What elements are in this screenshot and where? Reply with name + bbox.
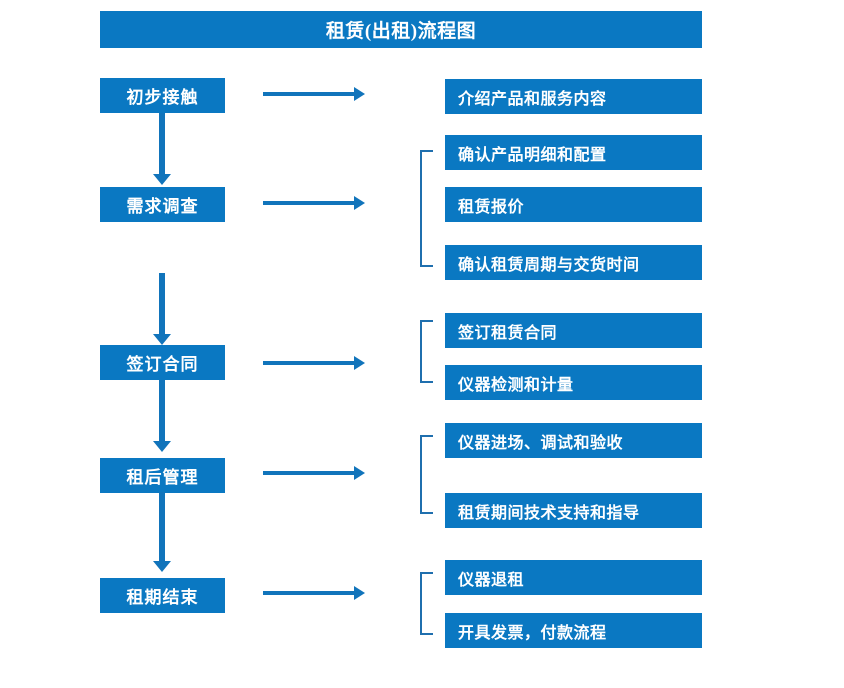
detail-box-confirm-rental-period[interactable]: 确认租赁周期与交货时间 [445,245,702,280]
detail-box-instrument-delivery[interactable]: 仪器进场、调试和验收 [445,423,702,458]
right-arrow-icon-post-rental [263,466,365,480]
detail-box-sign-rental-contract[interactable]: 签订租赁合同 [445,313,702,348]
group-bracket-needs-survey [420,150,433,267]
detail-box-introduce-products[interactable]: 介绍产品和服务内容 [445,79,702,114]
stage-box-initial-contact[interactable]: 初步接触 [100,78,225,113]
down-arrow-icon-2 [153,273,171,345]
detail-box-instrument-return[interactable]: 仪器退租 [445,560,702,595]
right-arrow-icon-sign-contract [263,356,365,370]
right-arrow-icon-needs-survey [263,196,365,210]
down-arrow-icon-4 [153,492,171,572]
group-bracket-sign-contract [420,320,433,383]
right-arrow-icon-rental-end [263,586,365,600]
stage-box-needs-survey[interactable]: 需求调查 [100,187,225,222]
stage-box-rental-end[interactable]: 租期结束 [100,578,225,613]
diagram-title: 租赁(出租)流程图 [100,11,702,48]
group-bracket-post-rental [420,435,433,514]
stage-box-post-rental-management[interactable]: 租后管理 [100,458,225,493]
group-bracket-rental-end [420,572,433,635]
detail-box-instrument-inspection[interactable]: 仪器检测和计量 [445,365,702,400]
detail-box-invoice-payment[interactable]: 开具发票，付款流程 [445,613,702,648]
right-arrow-icon-initial-contact [263,87,365,101]
stage-box-sign-contract[interactable]: 签订合同 [100,345,225,380]
detail-box-rental-quote[interactable]: 租赁报价 [445,187,702,222]
down-arrow-icon-1 [153,113,171,185]
down-arrow-icon-3 [153,380,171,452]
detail-box-technical-support[interactable]: 租赁期间技术支持和指导 [445,493,702,528]
detail-box-confirm-product-specs[interactable]: 确认产品明细和配置 [445,135,702,170]
